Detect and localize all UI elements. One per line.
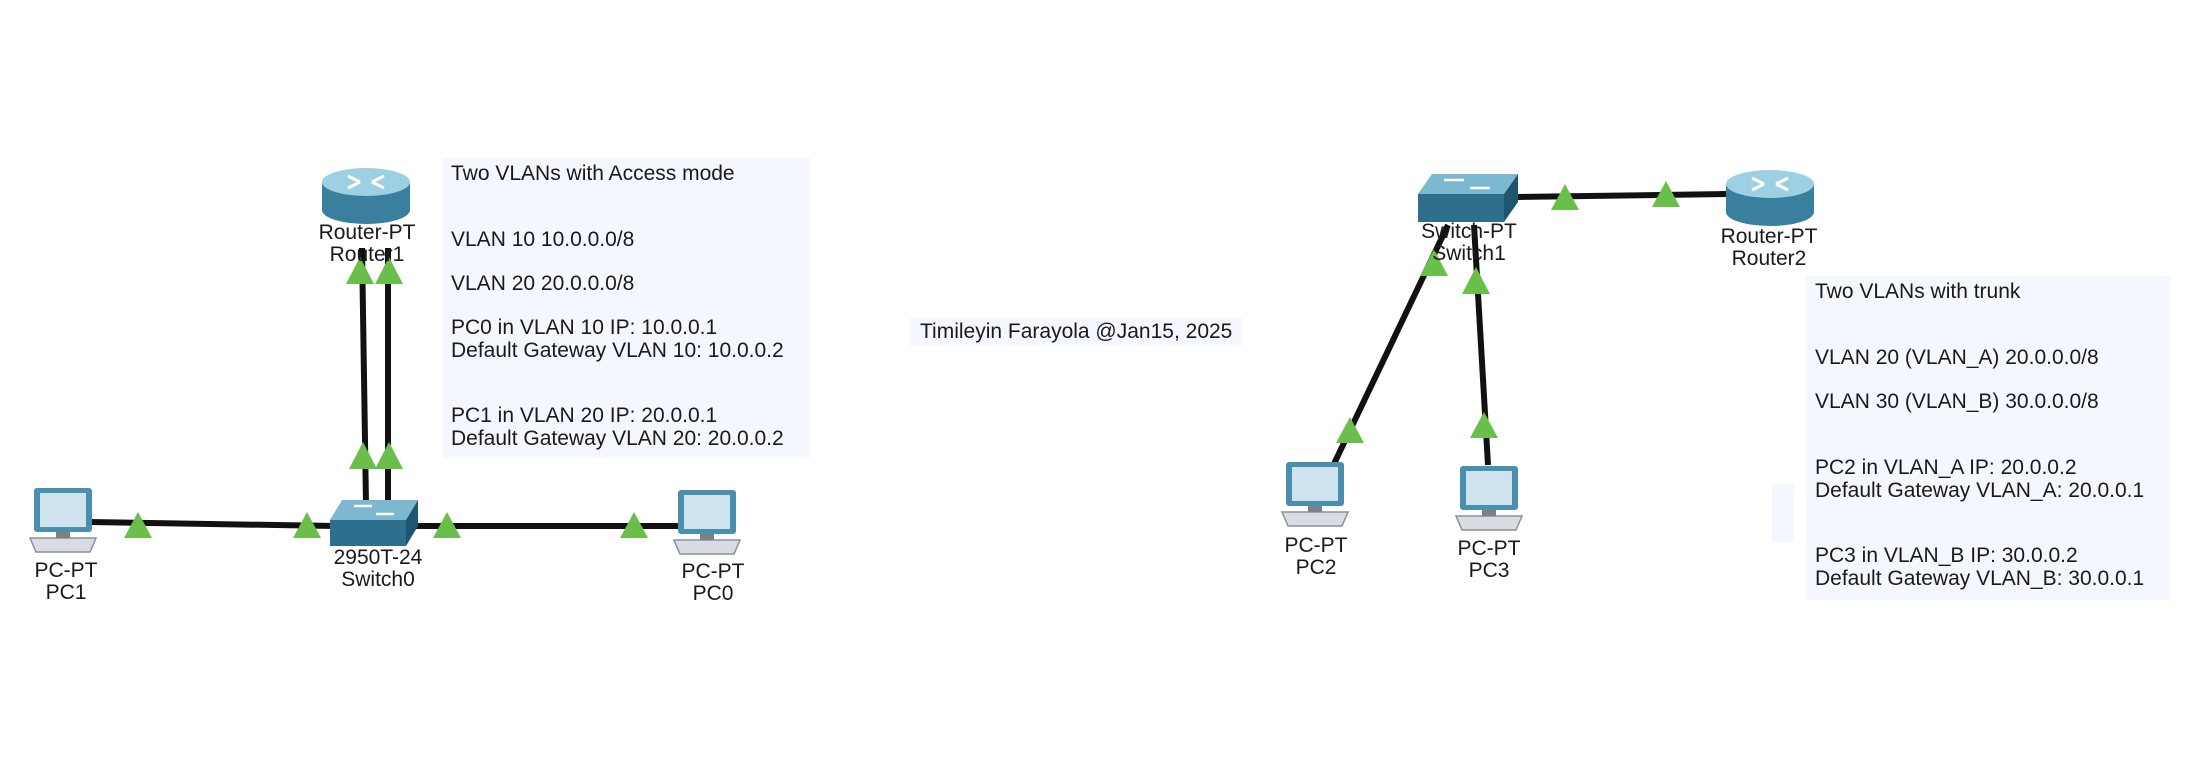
- port-up-indicator: [1652, 181, 1680, 207]
- port-up-indicator: [349, 442, 377, 469]
- note-pc0-ip: PC0 in VLAN 10 IP: 10.0.0.1: [451, 316, 718, 339]
- device-model: PC-PT: [1457, 537, 1521, 560]
- note-pc3-ip: PC3 in VLAN_B IP: 30.0.0.2: [1815, 544, 2078, 567]
- note-pc1-ip: PC1 in VLAN 20 IP: 20.0.0.1: [451, 404, 718, 427]
- note-vlan20: VLAN 20 20.0.0.0/8: [451, 272, 635, 295]
- port-up-indicator: [620, 512, 648, 538]
- switch-icon[interactable]: [1416, 172, 1520, 226]
- pc-icon[interactable]: [1278, 460, 1350, 532]
- note-pc0-gateway: Default Gateway VLAN 10: 10.0.0.2: [451, 339, 784, 362]
- switch0-label: 2950T-24 Switch0: [334, 547, 423, 591]
- port-up-indicator: [1551, 184, 1579, 210]
- access-mode-note[interactable]: Two VLANs with Access mode VLAN 10 10.0.…: [442, 158, 810, 458]
- trunk-note[interactable]: Two VLANs with trunk VLAN 20 (VLAN_A) 20…: [1806, 276, 2170, 600]
- device-name: Switch0: [341, 568, 415, 591]
- device-model: Switch-PT: [1421, 220, 1517, 243]
- pc0-label: PC-PT PC0: [682, 561, 745, 605]
- link-pc1-switch0[interactable]: [89, 519, 336, 529]
- note-vlan30: VLAN 30 (VLAN_B) 30.0.0.0/8: [1815, 390, 2099, 413]
- switch-icon[interactable]: [328, 498, 420, 548]
- device-name: Router1: [329, 243, 405, 266]
- note-pc1-gateway: Default Gateway VLAN 20: 20.0.0.2: [451, 427, 784, 450]
- port-up-indicator: [124, 512, 152, 538]
- device-model: PC-PT: [1284, 534, 1348, 557]
- pc-icon[interactable]: [26, 486, 98, 558]
- note-vlan10: VLAN 10 10.0.0.0/8: [451, 228, 635, 251]
- router2-label: Router-PT Router2: [1721, 226, 1818, 270]
- device-model: 2950T-24: [333, 546, 423, 569]
- port-up-indicator: [1462, 267, 1490, 294]
- device-model: PC-PT: [681, 560, 745, 583]
- port-up-indicator: [346, 257, 374, 284]
- port-up-indicator: [375, 442, 403, 469]
- device-name: PC0: [692, 582, 734, 605]
- pc1-label: PC-PT PC1: [35, 560, 98, 604]
- pc-icon[interactable]: [670, 488, 742, 560]
- router-icon[interactable]: [1722, 162, 1818, 234]
- note-title: Two VLANs with trunk: [1815, 280, 2021, 303]
- switch1-label: Switch-PT Switch1: [1421, 221, 1517, 265]
- device-name: PC3: [1468, 559, 1510, 582]
- note-title: Two VLANs with Access mode: [451, 162, 735, 185]
- pc3-label: PC-PT PC3: [1458, 538, 1521, 582]
- port-up-indicator: [1420, 249, 1448, 276]
- port-up-indicator: [1336, 417, 1364, 443]
- pc2-label: PC-PT PC2: [1285, 535, 1348, 579]
- note-pc2-ip: PC2 in VLAN_A IP: 20.0.0.2: [1815, 456, 2077, 479]
- port-up-indicator: [433, 512, 461, 538]
- port-up-indicator: [1470, 412, 1498, 438]
- port-up-indicator: [293, 512, 321, 538]
- device-model: Router-PT: [318, 221, 416, 244]
- link-switch1-router2[interactable]: [1517, 191, 1729, 200]
- device-name: Switch1: [1432, 242, 1506, 265]
- router-icon[interactable]: [318, 160, 414, 232]
- device-name: PC2: [1295, 556, 1337, 579]
- device-name: Router2: [1731, 247, 1807, 270]
- device-name: PC1: [45, 581, 87, 604]
- note-pc3-gateway: Default Gateway VLAN_B: 30.0.0.1: [1815, 567, 2145, 590]
- pc-icon[interactable]: [1452, 464, 1524, 536]
- router1-label: Router-PT Router1: [319, 222, 416, 266]
- note-pc2-gateway: Default Gateway VLAN_A: 20.0.0.1: [1815, 479, 2145, 502]
- port-up-indicator: [375, 257, 403, 284]
- note-vlan20: VLAN 20 (VLAN_A) 20.0.0.0/8: [1815, 346, 2099, 369]
- author-date-text[interactable]: Timileyin Farayola @Jan15, 2025: [910, 318, 1243, 346]
- port-indicators: [124, 181, 1680, 538]
- device-model: PC-PT: [34, 559, 98, 582]
- device-model: Router-PT: [1720, 225, 1818, 248]
- note-fragment: [1772, 484, 1794, 542]
